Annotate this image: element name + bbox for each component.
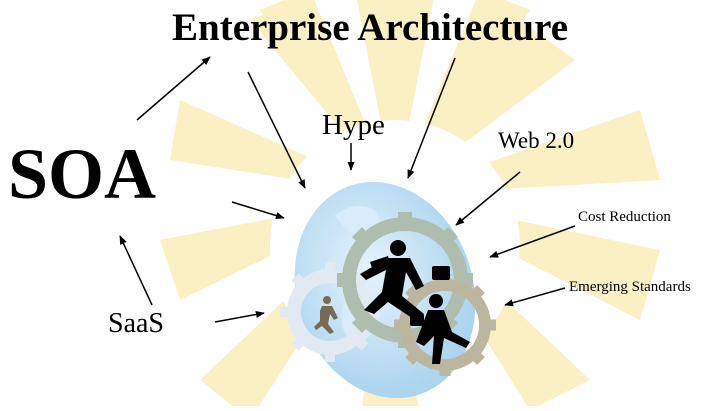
arrow-saas-to-soa <box>119 235 153 306</box>
gear-icon <box>394 274 496 376</box>
businessman-running-icon <box>360 240 470 364</box>
label-saas: SaaS <box>108 308 164 339</box>
arrow-emerging-standards <box>504 287 566 307</box>
arrow-soa-to-title <box>136 56 211 121</box>
label-soa: SOA <box>8 134 157 214</box>
arrows <box>119 56 576 323</box>
arrow-title-to-globe-right <box>407 57 456 179</box>
label-web20: Web 2.0 <box>498 128 575 153</box>
arrow-web20 <box>455 171 521 226</box>
arrow-saas <box>214 310 265 323</box>
arrow-cost-reduction <box>489 225 576 258</box>
arrow-title-to-globe <box>247 71 306 189</box>
label-emerging-standards: Emerging Standards <box>569 279 691 295</box>
diagram-title: Enterprise Architecture <box>172 6 569 49</box>
label-hype: Hype <box>322 109 385 141</box>
businessman-running-icon <box>314 296 338 334</box>
label-cost-reduction: Cost Reduction <box>578 209 671 225</box>
arrow-soa-to-globe <box>231 201 285 220</box>
